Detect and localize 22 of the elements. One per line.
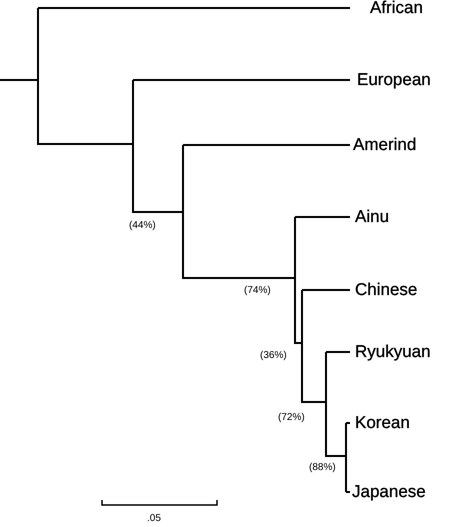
taxon-label: Chinese — [355, 280, 418, 300]
taxon-label: African — [370, 0, 423, 18]
scale-label: .05 — [147, 513, 161, 525]
bootstrap-value: (88%) — [309, 462, 336, 474]
branch-line — [133, 79, 350, 81]
taxon-label: Japanese — [352, 482, 426, 502]
taxon-label: Korean — [355, 413, 410, 433]
taxon-label: European — [357, 70, 431, 90]
branch-line — [302, 289, 350, 291]
bootstrap-value: (36%) — [260, 350, 287, 362]
taxon-label: Amerind — [353, 135, 416, 155]
branch-line — [38, 7, 350, 9]
branch-line — [326, 351, 350, 353]
branch-line — [346, 422, 350, 424]
taxon-label: Ryukyuan — [355, 342, 431, 362]
branch-line — [346, 491, 350, 493]
branch-line — [295, 216, 350, 218]
bootstrap-value: (72%) — [278, 412, 305, 424]
branch-line — [183, 144, 350, 146]
bootstrap-value: (44%) — [129, 220, 156, 232]
bootstrap-value: (74%) — [244, 285, 271, 297]
taxon-label: Ainu — [355, 207, 390, 227]
